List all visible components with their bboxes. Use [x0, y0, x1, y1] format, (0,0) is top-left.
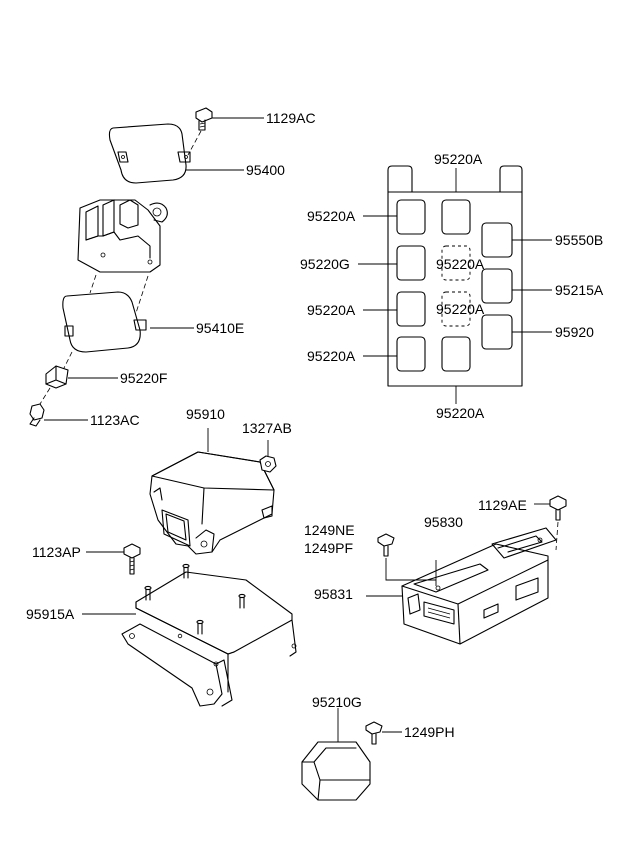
bracket-95831 [413, 527, 557, 593]
label-relay-left-3: 95220A [307, 302, 356, 318]
label-relay-left-1: 95220A [307, 208, 356, 224]
label-95830: 95830 [424, 514, 463, 530]
label-1249ne: 1249NE [304, 522, 355, 538]
bracket-95410e [77, 199, 168, 273]
label-95400: 95400 [246, 162, 285, 178]
label-95410e: 95410E [196, 320, 244, 336]
label-1129ac: 1129AC [266, 110, 316, 126]
bracket-95915a [121, 563, 297, 707]
dashed-guide [134, 275, 149, 317]
bolt-1123ac [29, 403, 45, 427]
label-relay-top: 95220A [434, 151, 483, 167]
label-relay-right-2: 95215A [555, 282, 604, 298]
screw-1249ph [365, 721, 383, 745]
dashed-guide [555, 521, 559, 551]
screw-1249ne [377, 533, 395, 557]
cover-95400 [108, 123, 191, 184]
label-relay-left-4: 95220A [307, 348, 356, 364]
label-1249pf: 1249PF [304, 540, 353, 556]
relay-box-95220a [387, 165, 523, 387]
label-1249ph: 1249PH [404, 724, 455, 740]
nut-1327ab [259, 455, 277, 473]
label-1327ab: 1327AB [242, 420, 292, 436]
dashed-guide [89, 274, 97, 294]
label-1129ae: 1129AE [478, 497, 527, 513]
cover-lower [62, 291, 147, 353]
label-1123ac: 1123AC [90, 412, 140, 428]
module-95910 [149, 451, 275, 555]
label-relay-bottom: 95220A [436, 405, 485, 421]
label-95220f: 95220F [120, 370, 167, 386]
label-relay-center-1: 95220A [436, 256, 485, 272]
label-1123ap: 1123AP [32, 544, 81, 560]
ecu-95830 [401, 543, 549, 645]
bolt-1129ae [549, 495, 567, 521]
sensor-95210g [301, 741, 371, 801]
bolt-1123ap [123, 543, 141, 575]
label-relay-left-2: 95220G [300, 256, 350, 272]
label-95910: 95910 [186, 406, 225, 422]
bolt-1129ac [195, 107, 213, 131]
label-95831: 95831 [314, 586, 353, 602]
label-95210g: 95210G [312, 694, 362, 710]
sensor-95220f [45, 365, 69, 389]
label-relay-center-2: 95220A [436, 301, 485, 317]
dashed-guide [39, 387, 51, 405]
label-relay-right-3: 95920 [555, 324, 594, 340]
label-relay-right-1: 95550B [555, 232, 603, 248]
label-95915a: 95915A [26, 606, 75, 622]
dashed-guide [187, 130, 202, 156]
